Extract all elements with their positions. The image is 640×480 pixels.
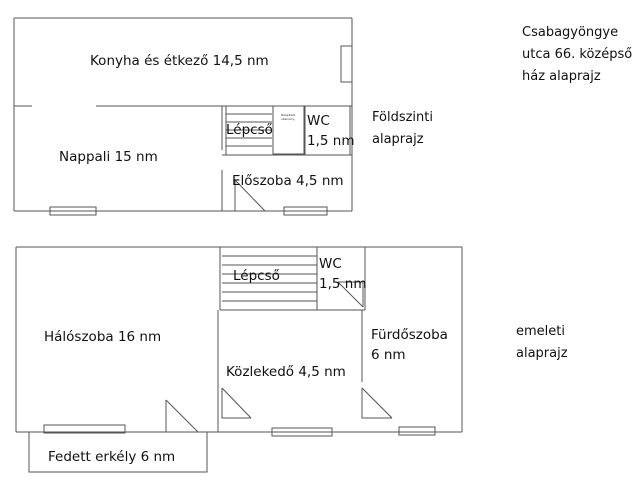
closet-label: Beépített szekrény — [273, 113, 303, 121]
ground-stair-treads — [225, 106, 272, 155]
room-label-upper-wc-title: WC — [319, 256, 342, 272]
upper-floor-caption: emeleti alaprajz — [516, 321, 568, 365]
room-label-hall: Előszoba 4,5 nm — [232, 173, 344, 189]
room-label-upper-stairs: Lépcső — [233, 268, 280, 284]
upper-caption-line-1: emeleti — [516, 324, 565, 339]
plan-title-line-1: Csabagyöngye — [522, 25, 619, 40]
balcony-outline — [28, 432, 208, 473]
room-label-upper-wc-area: 1,5 nm — [319, 276, 367, 292]
room-label-bedroom: Hálószoba 16 nm — [44, 329, 162, 345]
plan-title-line-3: ház alaprajz — [522, 69, 601, 84]
upper-windows — [43, 424, 436, 437]
upper-caption-line-2: alaprajz — [516, 346, 568, 361]
upper-floor-walls — [15, 246, 463, 433]
ground-doors — [234, 179, 266, 212]
ground-caption-line-2: alaprajz — [372, 132, 424, 147]
plan-title-line-2: utca 66. középső — [522, 47, 633, 62]
room-label-bath-title: Fürdőszoba — [371, 327, 448, 343]
closet-label-line-1: Beépített — [281, 113, 295, 117]
ground-floor-caption: Földszinti alaprajz — [372, 107, 433, 151]
upper-doors — [165, 281, 393, 433]
room-label-bath-area: 6 nm — [371, 347, 406, 363]
ground-windows — [49, 45, 353, 216]
room-label-living: Nappali 15 nm — [59, 149, 158, 165]
closet-label-line-2: szekrény — [281, 117, 295, 121]
room-label-kitchen: Konyha és étkező 14,5 nm — [90, 53, 269, 69]
room-label-ground-wc-area: 1,5 nm — [307, 133, 355, 149]
room-label-ground-wc-title: WC — [307, 113, 330, 129]
upper-stair-treads — [222, 255, 317, 302]
room-label-balcony: Fedett erkély 6 nm — [48, 449, 176, 465]
room-label-corridor: Közlekedő 4,5 nm — [226, 364, 346, 380]
plan-title: Csabagyöngye utca 66. középső ház alapra… — [522, 22, 632, 88]
room-label-ground-stairs: Lépcső — [226, 122, 273, 138]
ground-caption-line-1: Földszinti — [372, 110, 433, 125]
built-in-closet — [272, 105, 305, 155]
